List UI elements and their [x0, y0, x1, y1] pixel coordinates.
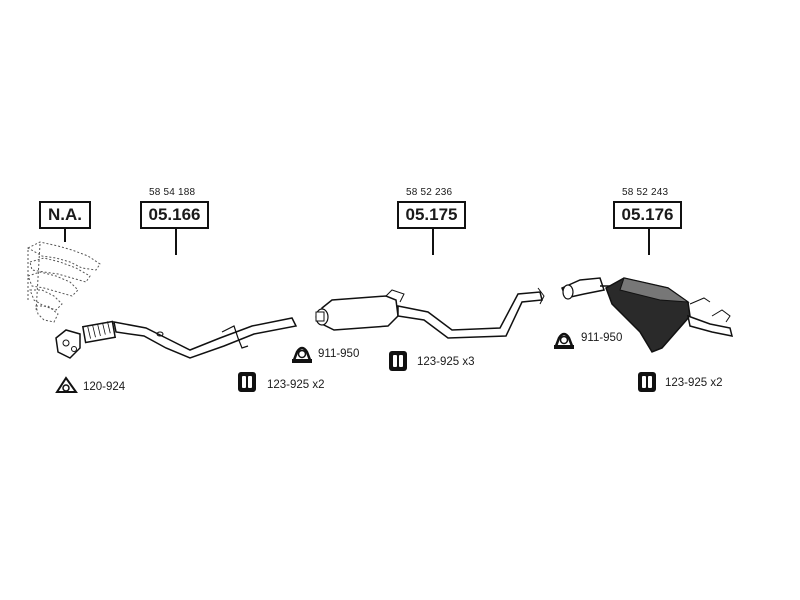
rubber-mount-icon	[638, 372, 656, 392]
manifold-section	[26, 241, 101, 323]
code-box-05-175: 05.175	[397, 201, 466, 229]
rubber-mount-label-1: 123-925 x2	[267, 379, 325, 391]
rubber-mount-label-2: 123-925 x3	[417, 356, 475, 368]
clamp-icon	[292, 346, 312, 363]
gasket-icon	[55, 376, 78, 393]
clamp-icon	[554, 332, 574, 349]
gasket-label: 120-924	[83, 381, 126, 393]
rear-silencer-section	[561, 277, 734, 353]
front-pipe-section	[55, 317, 298, 359]
clamp-label-1: 911-950	[318, 348, 360, 360]
rubber-mount-icon	[238, 372, 256, 392]
code-box-05-166: 05.166	[140, 201, 209, 229]
leader-line-05-166	[175, 229, 177, 255]
clamp-label-2: 911-950	[581, 332, 623, 344]
rubber-mount-label-3: 123-925 x2	[665, 377, 723, 389]
code-box-na: N.A.	[39, 201, 91, 229]
code-box-05-176: 05.176	[613, 201, 682, 229]
part-number-05-175: 58 52 236	[406, 187, 453, 198]
part-number-05-176: 58 52 243	[622, 187, 669, 198]
part-number-05-166: 58 54 188	[149, 187, 196, 198]
rubber-mount-icon	[389, 351, 407, 371]
leader-line-na	[64, 229, 66, 242]
leader-line-05-176	[648, 229, 650, 255]
leader-line-05-175	[432, 229, 434, 255]
centre-silencer-section	[315, 287, 545, 339]
